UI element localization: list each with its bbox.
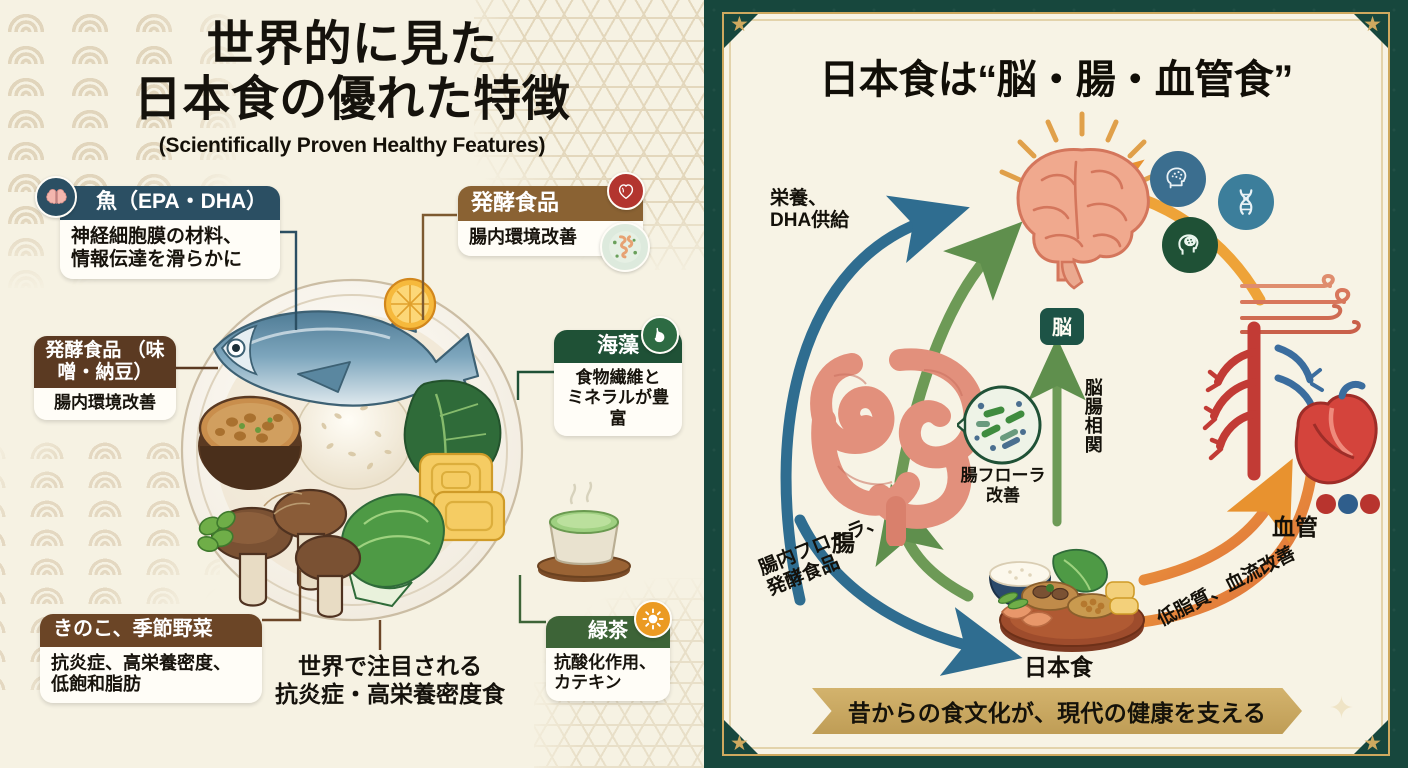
callout-card-seaweed-body: 食物繊維と ミネラルが豊富 xyxy=(554,362,682,437)
arrow-label-nutrition: 栄養、 DHA供給 xyxy=(770,188,850,232)
star-icon-bl: ★ xyxy=(730,732,749,755)
callout-card-greentea[interactable]: 緑茶 抗酸化作用、 カテキン xyxy=(546,616,670,701)
heart-icon xyxy=(607,172,645,210)
japanese-meal-plate-illustration xyxy=(178,276,526,624)
tamagoyaki xyxy=(418,452,506,542)
left-panel: 世界的に見た 日本食の優れた特徴 (Scientifically Proven … xyxy=(0,0,704,768)
gut-flora-label: 腸フローラ 改善 xyxy=(960,466,1046,506)
head-brain-icon-blue xyxy=(1150,151,1206,207)
node-label-vessel: 血管 xyxy=(1272,514,1318,540)
callout-card-greentea-body: 抗酸化作用、 カテキン xyxy=(546,647,670,701)
callout-card-mushroom-body: 抗炎症、高栄養密度、 低飽和脂肪 xyxy=(40,646,262,703)
washoku-tray-illustration xyxy=(980,540,1160,660)
left-bottom-note: 世界で注目される 抗炎症・高栄養密度食 xyxy=(275,653,505,708)
star-icon-br: ★ xyxy=(1363,732,1382,755)
callout-card-fish-body: 神経細胞膜の材料、 情報伝達を滑らかに xyxy=(60,219,280,279)
connector-lines xyxy=(176,213,556,650)
brain-illustration xyxy=(982,110,1182,300)
node-label-washoku: 日本食 xyxy=(1024,654,1093,680)
bok-choy xyxy=(340,493,445,608)
callout-card-fish[interactable]: 魚（EPA・DHA） 神経細胞膜の材料、 情報伝達を滑らかに xyxy=(60,186,280,279)
callout-card-seaweed[interactable]: 海藻 食物繊維と ミネラルが豊富 xyxy=(554,330,682,437)
right-panel: ★ ★ ★ ★ 日本食は“脳・腸・血管食” xyxy=(704,0,1408,768)
stomach-icon xyxy=(641,316,679,354)
intestine-icon xyxy=(600,222,650,272)
natto-bowl xyxy=(198,395,302,490)
sun-icon xyxy=(634,600,672,638)
callout-card-fermented-left-body: 腸内環境改善 xyxy=(34,388,176,420)
callout-card-mushroom[interactable]: きのこ、季節野菜 抗炎症、高栄養密度、 低飽和脂肪 xyxy=(40,614,262,703)
callout-card-fermented-left[interactable]: 発酵食品 （味噌・納豆） 腸内環境改善 xyxy=(34,336,176,420)
blood-flow-icon xyxy=(1238,272,1368,342)
star-icon-tr: ★ xyxy=(1363,13,1382,36)
bottom-ribbon-text: 昔からの食文化が、現代の健康を支える xyxy=(847,700,1267,726)
edamame xyxy=(197,510,236,553)
dna-icon xyxy=(1218,174,1274,230)
gut-flora-icon xyxy=(957,380,1047,470)
right-page-title: 日本食は“脳・腸・血管食” xyxy=(819,58,1293,102)
node-label-brain: 脳 xyxy=(1040,308,1084,345)
callout-card-fish-header: 魚（EPA・DHA） xyxy=(60,186,280,220)
sparkle-icon: ✦ xyxy=(1328,692,1354,725)
brain-icon xyxy=(35,176,77,218)
green-tea-cup-illustration xyxy=(524,474,644,584)
star-icon-tl: ★ xyxy=(730,13,749,36)
node-label-gut: 腸 xyxy=(832,530,855,556)
arrow-label-brain-gut-axis: 脳腸相関 xyxy=(1082,378,1103,454)
callout-card-fermented-left-header: 発酵食品 （味噌・納豆） xyxy=(34,336,176,389)
page-title: 世界的に見た 日本食の優れた特徴 xyxy=(133,18,571,126)
vessel-heart-illustration xyxy=(1202,318,1402,518)
callout-card-mushroom-header: きのこ、季節野菜 xyxy=(40,614,262,647)
head-brain-icon-green xyxy=(1162,217,1218,273)
bottom-ribbon-banner: 昔からの食文化が、現代の健康を支える xyxy=(812,688,1302,734)
page-subtitle: (Scientifically Proven Healthy Features) xyxy=(158,134,546,158)
left-title-block: 世界的に見た 日本食の優れた特徴 (Scientifically Proven … xyxy=(0,18,704,158)
